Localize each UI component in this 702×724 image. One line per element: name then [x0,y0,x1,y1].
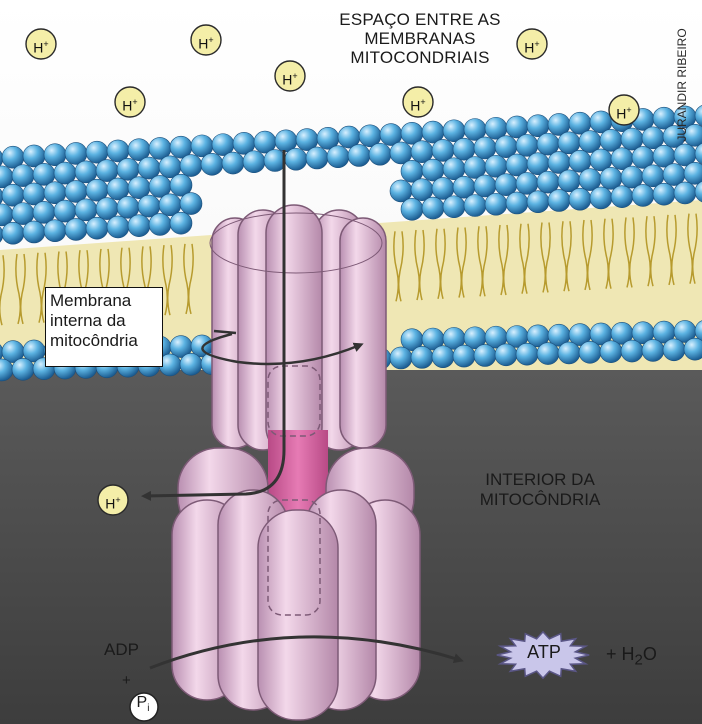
proton-charge: + [626,105,631,115]
title-line-3: MITOCONDRIAIS [300,48,540,67]
water-subscript: 2 [635,652,643,669]
interior-line-2: MITOCÔNDRIA [440,490,640,510]
proton-label: H+ [97,484,129,516]
membrane-line-3: mitocôndria [50,331,158,351]
proton-label: H+ [114,86,146,118]
membrane-line-1: Membrana [50,291,158,311]
proton-charge: + [534,39,539,49]
proton-charge: + [43,39,48,49]
proton-symbol: H [33,40,43,56]
proton-label: H+ [274,60,306,92]
proton-symbol: H [282,72,292,88]
title-line-1: ESPAÇO ENTRE AS [300,10,540,29]
water-suffix: O [643,644,657,664]
proton-charge: + [115,495,120,505]
proton-charge: + [292,71,297,81]
author-credit: JURANDIR RIBEIRO [672,10,692,160]
interior-line-1: INTERIOR DA [440,470,640,490]
adp-label: ADP [104,640,139,660]
atp-label: ATP [514,642,574,663]
proton-symbol: H [616,106,626,122]
proton-symbol: H [410,98,420,114]
plus-label: + [122,672,131,689]
proton-label: H+ [25,28,57,60]
proton-charge: + [420,97,425,107]
proton-label: H+ [190,24,222,56]
proton-label: H+ [516,28,548,60]
matrix-label: INTERIOR DA MITOCÔNDRIA [440,470,640,510]
author-credit-text: JURANDIR RIBEIRO [675,28,689,141]
c-ring-rotor [210,205,386,455]
proton-symbol: H [122,98,132,114]
proton-charge: + [132,97,137,107]
water-prefix: + H [606,644,635,664]
proton-symbol: H [105,496,115,512]
proton-symbol: H [198,36,208,52]
membrane-line-2: interna da [50,311,158,331]
title-line-2: MEMBRANAS [300,29,540,48]
proton-label: H+ [608,94,640,126]
phosphate-symbol: P [137,694,148,711]
intermembrane-space-label: ESPAÇO ENTRE AS MEMBRANAS MITOCONDRIAIS [300,10,540,67]
proton-charge: + [208,35,213,45]
inner-membrane-label: Membrana interna da mitocôndria [45,287,163,367]
phosphate-label: Pi [126,694,160,714]
water-label: + H2O [606,644,657,669]
phosphate-subscript: i [147,703,149,714]
proton-symbol: H [524,40,534,56]
proton-label: H+ [402,86,434,118]
